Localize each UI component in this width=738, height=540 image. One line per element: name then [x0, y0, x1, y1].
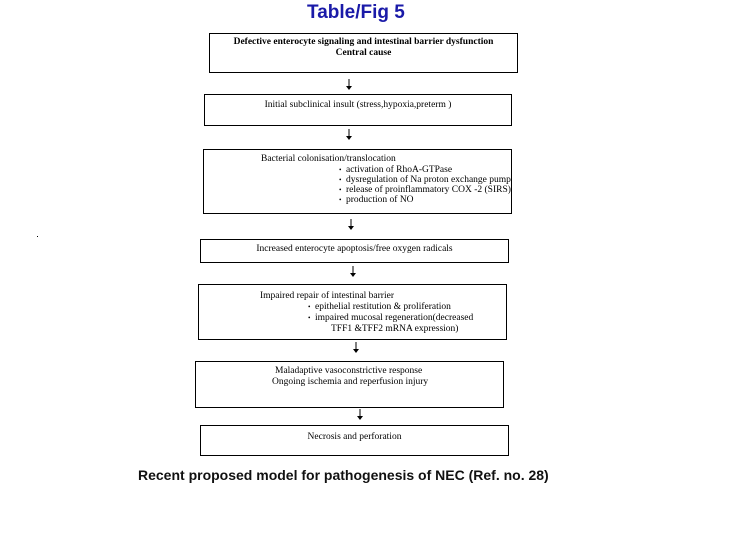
step-5-heading: Impaired repair of intestinal barrier: [260, 291, 394, 301]
arrow-down-icon: [357, 409, 363, 420]
step-2-line-1: Initial subclinical insult (stress,hypox…: [264, 100, 452, 110]
step-1-line-1: Defective enterocyte signaling and intes…: [233, 37, 494, 47]
step-bacterial-colonisation-box: Bacterial colonisation/translocation act…: [203, 149, 512, 214]
step-5-bullet: epithelial restitution & proliferation: [308, 302, 506, 313]
step-3-bullet: dysregulation of Na proton exchange pump: [339, 175, 511, 185]
step-6-line-2: Ongoing ischemia and reperfusion injury: [272, 377, 429, 387]
step-apoptosis-box: Increased enterocyte apoptosis/free oxyg…: [200, 239, 509, 263]
step-3-heading: Bacterial colonisation/translocation: [261, 154, 396, 164]
step-3-bullet: activation of RhoA-GTPase: [339, 165, 511, 175]
step-3-bullet-list: activation of RhoA-GTPase dysregulation …: [204, 165, 511, 205]
figure-title: Table/Fig 5: [307, 2, 405, 23]
figure-caption: Recent proposed model for pathogenesis o…: [138, 467, 549, 483]
step-initial-insult-box: Initial subclinical insult (stress,hypox…: [204, 94, 512, 126]
step-impaired-repair-box: Impaired repair of intestinal barrier ep…: [198, 284, 507, 340]
stray-dot: [37, 236, 38, 237]
arrow-down-icon: [353, 342, 359, 353]
arrow-down-icon: [346, 79, 352, 90]
arrow-down-icon: [346, 129, 352, 140]
step-1-line-2: Central cause: [335, 48, 392, 58]
step-necrosis-box: Necrosis and perforation: [200, 425, 509, 456]
step-6-line-1: Maladaptive vasoconstrictive response: [275, 366, 423, 376]
step-4-line-1: Increased enterocyte apoptosis/free oxyg…: [256, 244, 453, 254]
arrow-down-icon: [350, 266, 356, 277]
step-vasoconstrictive-box: Maladaptive vasoconstrictive response On…: [195, 361, 504, 408]
step-central-cause-box: Defective enterocyte signaling and intes…: [209, 33, 518, 73]
step-5-continuation: TFF1 &TFF2 mRNA expression): [331, 324, 459, 334]
step-5-bullet: impaired mucosal regeneration(decreased: [308, 313, 506, 324]
step-3-bullet: release of proinflammatory COX -2 (SIRS): [339, 185, 511, 195]
step-3-bullet: production of NO: [339, 195, 511, 205]
step-5-bullet-list: epithelial restitution & proliferation i…: [199, 302, 506, 324]
arrow-down-icon: [348, 219, 354, 230]
step-7-line-1: Necrosis and perforation: [307, 432, 402, 442]
